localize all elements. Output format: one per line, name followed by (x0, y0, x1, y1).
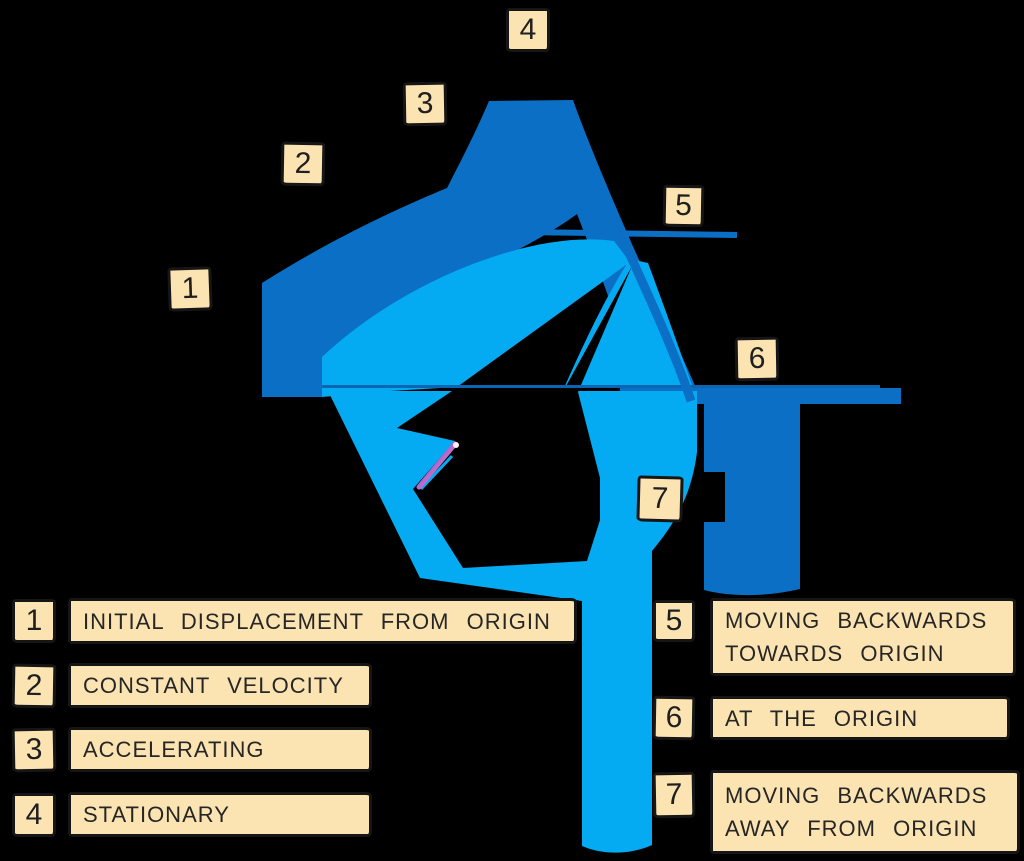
notch-gap (702, 472, 725, 522)
leader-line-5 (522, 229, 738, 238)
arrow-notch (397, 266, 632, 568)
curve-marker-3: 3 (402, 81, 448, 127)
legend-label-7: MOVING BACKWARDS AWAY FROM ORIGIN (710, 770, 1020, 854)
legend-number-4: 4 (12, 793, 56, 837)
curve-stroke-light-below-axis (328, 391, 697, 853)
legend-number-5: 5 (653, 600, 695, 642)
legend-label-5: MOVING BACKWARDS TOWARDS ORIGIN (710, 598, 1016, 676)
legend-number-2: 2 (11, 663, 57, 709)
curve-marker-7: 7 (636, 475, 684, 523)
legend-label-4: STATIONARY (68, 792, 372, 837)
curve-stroke-dark-below-axis (620, 388, 901, 596)
legend-label-3: ACCELERATING (68, 727, 372, 772)
curve-marker-6: 6 (734, 336, 780, 382)
light-sliver (419, 454, 454, 491)
curve-stroke-light-triangle (564, 259, 693, 388)
legend-label-1: INITIAL DISPLACEMENT FROM ORIGIN (68, 598, 577, 644)
curve-marker-5: 5 (662, 184, 705, 228)
curve-thin-descent (598, 194, 696, 403)
pink-arrow-tip (453, 442, 459, 448)
legend-number-6: 6 (652, 695, 696, 741)
curve-marker-4: 4 (506, 8, 550, 52)
legend-label-6: AT THE ORIGIN (710, 696, 1010, 740)
curve-marker-1: 1 (167, 266, 213, 312)
legend-number-1: 1 (12, 599, 56, 643)
curve-marker-2: 2 (280, 141, 326, 187)
legend-number-3: 3 (11, 727, 57, 773)
pink-arrow-accent (416, 441, 458, 490)
curve-stroke-light-swoosh (322, 239, 630, 397)
legend-label-2: CONSTANT VELOCITY (68, 663, 372, 708)
legend-number-7: 7 (652, 771, 696, 819)
